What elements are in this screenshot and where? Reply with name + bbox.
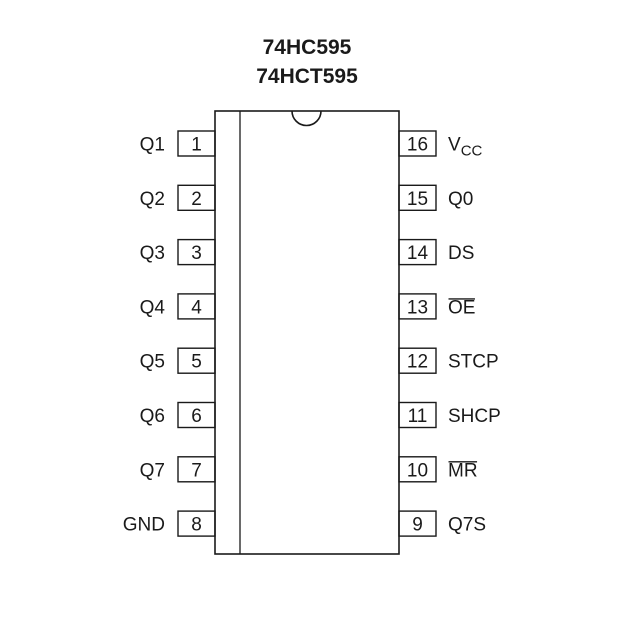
pin-13-box <box>398 293 437 320</box>
pin-14-box <box>398 238 437 266</box>
pin-1-number: 1 <box>191 135 202 156</box>
pin-2-number: 2 <box>191 189 202 210</box>
pin-5-label: Q5 <box>140 352 165 373</box>
pin-12-number: 12 <box>407 352 428 373</box>
pin-10-box <box>398 456 437 483</box>
pin-4-number: 4 <box>191 297 202 318</box>
pin-8-label: GND <box>123 515 165 536</box>
pin-4-box <box>177 293 216 320</box>
pin-15-number: 15 <box>407 189 428 210</box>
pin-7-label: Q7 <box>140 460 165 481</box>
pin-14-label: DS <box>448 243 474 264</box>
pin-5-number: 5 <box>191 352 202 373</box>
pin-13-number: 13 <box>407 297 428 318</box>
pin-6-label: Q6 <box>140 406 165 427</box>
pin-12-box <box>398 347 437 374</box>
pin-6-box <box>177 401 216 429</box>
pin-3-label: Q3 <box>140 243 165 264</box>
pin-3-box <box>177 238 216 266</box>
pin-8-number: 8 <box>191 515 202 536</box>
chip-title-line-2: 74HCT595 <box>256 65 358 88</box>
chip-body <box>214 110 400 555</box>
pin-7-number: 7 <box>191 460 202 481</box>
pin-8-box <box>177 510 216 537</box>
pin-12-label: STCP <box>448 352 499 373</box>
pin-13-label: OE <box>448 297 475 318</box>
pin-1-box <box>177 130 216 157</box>
pin-15-label: Q0 <box>448 189 473 210</box>
pin-2-box <box>177 184 216 212</box>
orientation-notch <box>291 110 322 127</box>
pin-3-number: 3 <box>191 243 202 264</box>
pins-layer: 1 Q1 2 Q2 3 Q3 4 Q4 5 Q5 6 Q6 7 Q7 8 GND 16 VCC 15 Q0 14 DS 13… <box>123 130 501 537</box>
pin-4-label: Q4 <box>140 297 166 318</box>
pin-16-box <box>398 130 437 157</box>
pin-11-number: 11 <box>408 406 428 427</box>
pin-10-label: MR <box>448 460 478 481</box>
pin-16-number: 16 <box>407 135 428 156</box>
pin-2-label: Q2 <box>140 189 165 210</box>
pin-1-label: Q1 <box>140 135 165 156</box>
pin-16-label-subscript: CC <box>461 143 483 160</box>
pin-14-number: 14 <box>407 243 429 264</box>
pin-11-box <box>398 401 437 429</box>
pin-9-box <box>398 510 437 537</box>
pin-10-number: 10 <box>407 460 428 481</box>
pin-6-number: 6 <box>191 406 202 427</box>
pin-9-number: 9 <box>412 515 423 536</box>
pin-7-box <box>177 456 216 483</box>
pin-15-box <box>398 184 437 212</box>
chip-title-line-1: 74HC595 <box>263 36 352 59</box>
pin-16-label: VCC <box>448 135 483 160</box>
pin-5-box <box>177 347 216 374</box>
pin-11-label: SHCP <box>448 406 501 427</box>
pin-9-label: Q7S <box>448 515 486 536</box>
